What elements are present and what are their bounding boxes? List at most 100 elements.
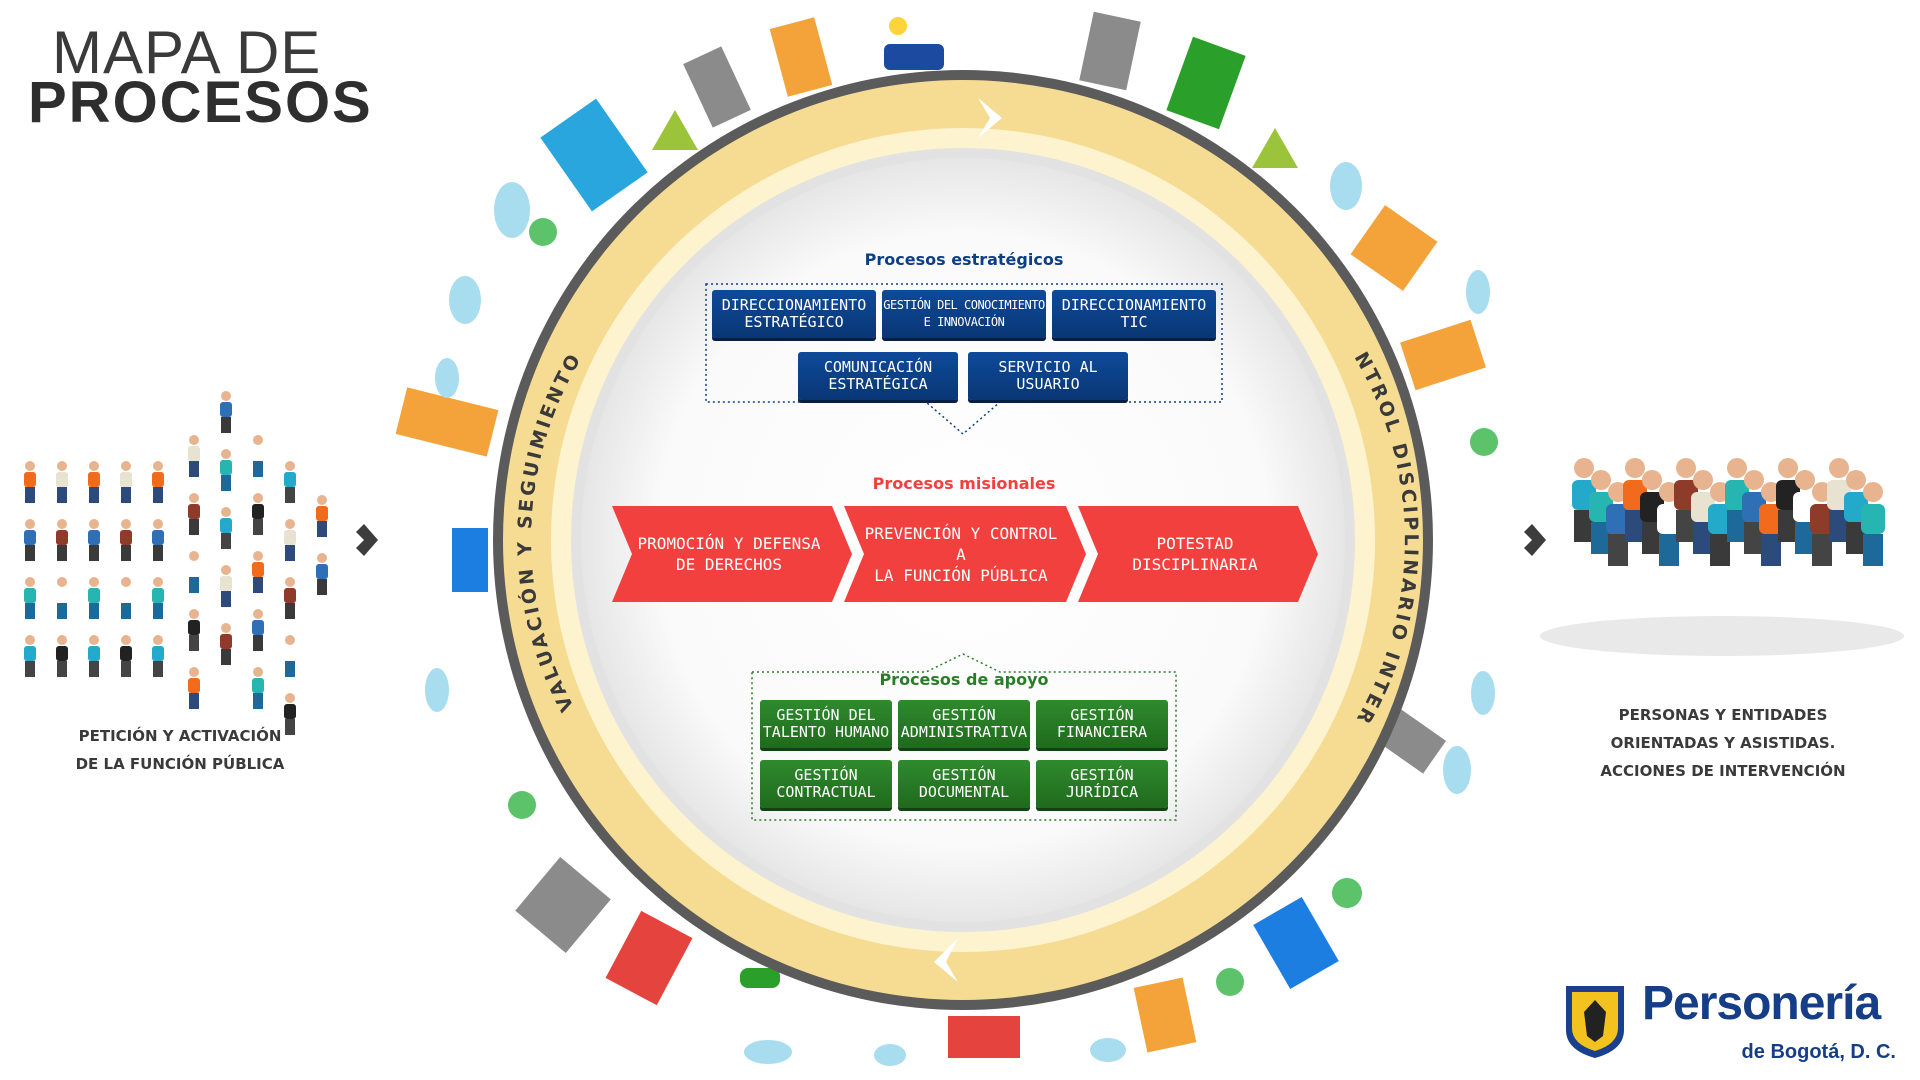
process-financiera[interactable]: GESTIÓN FINANCIERA [1036,700,1168,748]
person-icon [188,493,200,535]
person-icon [152,635,164,677]
person-icon [88,577,100,619]
page-title-line2: PROCESOS [28,70,373,135]
cloud-icon [494,182,530,238]
person-icon [24,635,36,677]
cloud-icon [425,668,449,712]
building-icon [515,856,611,954]
car-icon [740,968,780,988]
process-talento-humano[interactable]: GESTIÓN DEL TALENTO HUMANO [760,700,892,748]
building-icon [395,387,499,457]
right-caption: PERSONAS Y ENTIDADES ORIENTADAS Y ASISTI… [1600,706,1846,780]
building-icon [1133,977,1197,1053]
bus-icon [884,44,944,70]
estrategicos-title: Procesos estratégicos [864,250,1064,269]
tree-icon [1252,128,1298,168]
building-icon [1350,205,1438,291]
person-icon [1810,482,1834,566]
ring-chevron-top [978,98,1002,138]
person-icon [1708,482,1732,566]
process-juridica[interactable]: GESTIÓN JURÍDICA [1036,760,1168,808]
person-icon [56,461,68,503]
process-gestion-conocimiento[interactable]: GESTIÓN DEL CONOCIMIENTO E INNOVACIÓN [882,290,1046,338]
process-potestad-disciplinaria[interactable]: POTESTAD DISCIPLINARIA [1132,534,1258,574]
sun-icon [889,17,907,35]
person-icon [252,435,264,477]
ring-chevron-bottom [934,938,958,982]
cloud-icon [874,1044,906,1066]
person-icon [252,551,264,593]
person-icon [252,493,264,535]
strategic-frame [705,283,1223,435]
misional-arrow-2 [844,506,1086,602]
page-title-line1: MAPA DE [52,19,322,86]
person-icon [188,609,200,651]
process-promocion-defensa[interactable]: PROMOCIÓN Y DEFENSA DE DERECHOS [637,534,821,574]
person-icon [24,519,36,561]
person-icon [188,551,200,593]
tree-icon [1332,878,1362,908]
process-servicio-usuario[interactable]: SERVICIO AL USUARIO [968,352,1128,400]
person-icon [1861,482,1885,566]
person-icon [1776,458,1800,542]
person-icon [120,461,132,503]
person-icon [284,519,296,561]
city-decorations [395,11,1498,1066]
left-caption: PETICIÓN Y ACTIVACIÓN DE LA FUNCIÓN PÚBL… [75,727,285,773]
person-icon [120,519,132,561]
person-icon [1623,458,1647,542]
process-comunicacion-estrategica[interactable]: COMUNICACIÓN ESTRATÉGICA [798,352,958,400]
cloud-icon [1466,270,1490,314]
person-icon [316,495,328,537]
left-crowd-illustration [24,391,328,735]
support-frame [751,653,1177,821]
person-icon [220,507,232,549]
building-icon [683,46,751,128]
person-icon [152,519,164,561]
process-contractual[interactable]: GESTIÓN CONTRACTUAL [760,760,892,808]
logo-subtitle: de Bogotá, D. C. [1741,1041,1896,1063]
cloud-icon [449,276,481,324]
person-icon [284,693,296,735]
person-icon [1640,470,1664,554]
building-icon [1253,896,1339,990]
person-icon [284,577,296,619]
person-icon [88,635,100,677]
person-icon [284,461,296,503]
process-documental[interactable]: GESTIÓN DOCUMENTAL [898,760,1030,808]
right-crowd-illustration [1540,458,1904,656]
person-icon [220,449,232,491]
person-icon [56,577,68,619]
person-icon [1657,482,1681,566]
person-icon [56,635,68,677]
person-icon [252,609,264,651]
person-icon [88,519,100,561]
person-icon [24,577,36,619]
misional-arrow-1 [612,506,852,602]
process-direccionamiento-estrategico[interactable]: DIRECCIONAMIENTO ESTRATÉGICO [712,290,876,338]
chevron-right-icon [1524,524,1546,556]
building-icon [605,910,693,1006]
cloud-icon [1443,746,1471,794]
cloud-icon [435,358,459,398]
misionales-title: Procesos misionales [872,474,1056,493]
chevron-right-icon [356,524,378,556]
tree-icon [508,791,536,819]
coat-of-arms-icon [1566,986,1624,1058]
building-icon [1400,319,1486,391]
apoyo-title: Procesos de apoyo [879,670,1049,689]
building-icon [452,528,488,592]
process-administrativa[interactable]: GESTIÓN ADMINISTRATIVA [898,700,1030,748]
person-icon [316,553,328,595]
building-icon [1166,36,1246,130]
tree-icon [1470,428,1498,456]
crowd-shadow [1540,616,1904,656]
building-icon [769,17,833,97]
tree-icon [652,110,698,150]
person-icon [220,623,232,665]
process-direccionamiento-tic[interactable]: DIRECCIONAMIENTO TIC [1052,290,1216,338]
person-icon [220,391,232,433]
process-prevencion-control[interactable]: PREVENCIÓN Y CONTROL A LA FUNCIÓN PÚBLIC… [864,523,1058,585]
person-icon [152,577,164,619]
cloud-icon [744,1040,792,1064]
